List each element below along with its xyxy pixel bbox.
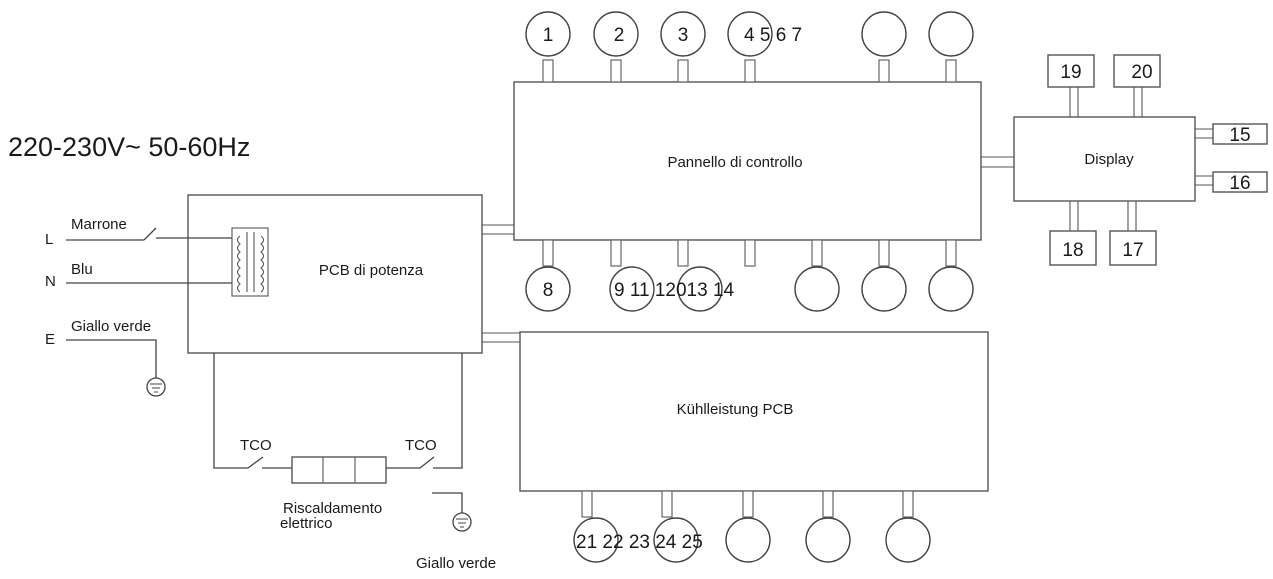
terminal-N-label: N	[45, 273, 56, 290]
cooling-connector-1: 21 22 23 24 25	[573, 490, 703, 563]
bottom-connector-2: 9 11 12013 14	[609, 239, 735, 312]
display-terminal-18: 18	[1049, 201, 1097, 266]
heater-label-line1: Riscaldamento	[283, 500, 382, 517]
control-panel-box	[513, 81, 982, 241]
terminal-E-label: E	[45, 331, 55, 348]
mains-switch	[66, 227, 232, 241]
heater-ground-label: Giallo verde	[416, 555, 496, 572]
heating-element	[291, 456, 387, 484]
svg-text:2: 2	[614, 25, 625, 46]
transformer-icon	[231, 227, 269, 297]
wire-N-label: Blu	[71, 261, 93, 278]
svg-text:8: 8	[543, 280, 554, 301]
heater-ground-icon	[432, 492, 472, 532]
bottom-stub-3	[677, 239, 689, 267]
bottom-connector-7	[928, 239, 974, 312]
tco-right-switch	[419, 456, 435, 469]
earth-ground-icon	[66, 339, 166, 397]
svg-text:1: 1	[543, 25, 554, 46]
tco-left-switch	[247, 456, 264, 469]
display-label: Display	[1084, 151, 1134, 168]
bottom-connector-5	[794, 239, 840, 312]
display-terminal-19: 19	[1047, 54, 1095, 117]
power-pcb-label: PCB di potenza	[319, 262, 424, 279]
heater-wire-left	[213, 353, 248, 469]
display-terminal-17: 17	[1109, 201, 1157, 266]
cooling-pcb-box	[519, 331, 989, 492]
svg-text:19: 19	[1060, 62, 1081, 83]
heater-wire-right	[433, 353, 463, 469]
tco-left-label: TCO	[240, 437, 272, 454]
svg-text:17: 17	[1122, 240, 1143, 261]
power-pcb-box	[187, 194, 483, 354]
cooling-connector-4	[805, 490, 851, 563]
display-terminal-15: 15	[1195, 123, 1268, 146]
svg-text:16: 16	[1229, 173, 1250, 194]
wire-L-label: Marrone	[71, 216, 127, 233]
cooling-connector-3	[725, 490, 771, 563]
display-terminal-16: 16	[1195, 171, 1268, 194]
bottom-connector-6	[861, 239, 907, 312]
bottom-connector-1: 8	[525, 239, 571, 312]
cooling-stub-2	[661, 490, 673, 518]
svg-text:4 5 6 7: 4 5 6 7	[744, 25, 802, 46]
top-connector-3: 3	[660, 11, 706, 83]
cooling-connector-5	[885, 490, 931, 563]
svg-text:21 22 23 24 25: 21 22 23 24 25	[576, 532, 703, 553]
bottom-stub-4	[744, 239, 756, 267]
top-connector-6	[928, 11, 974, 83]
cooling-pcb-label: Kühlleistung PCB	[677, 401, 794, 418]
terminal-L-label: L	[45, 231, 53, 248]
wire-E-label: Giallo verde	[71, 318, 151, 335]
svg-text:18: 18	[1062, 240, 1083, 261]
supply-label: 220-230V~ 50-60Hz	[8, 132, 250, 162]
svg-text:3: 3	[678, 25, 689, 46]
tco-right-label: TCO	[405, 437, 437, 454]
top-connector-5	[861, 11, 907, 83]
display-box	[1013, 116, 1196, 202]
top-connector-4: 4 5 6 7	[727, 11, 802, 83]
control-panel-label: Pannello di controllo	[667, 154, 802, 171]
top-connector-2: 2	[593, 11, 639, 83]
top-connector-1: 1	[525, 11, 571, 83]
svg-text:20: 20	[1131, 62, 1152, 83]
svg-text:9 11 12013 14: 9 11 12013 14	[614, 280, 735, 301]
display-terminal-20: 20	[1113, 54, 1161, 117]
svg-text:15: 15	[1229, 125, 1250, 146]
heater-label-line2: elettrico	[280, 515, 333, 532]
